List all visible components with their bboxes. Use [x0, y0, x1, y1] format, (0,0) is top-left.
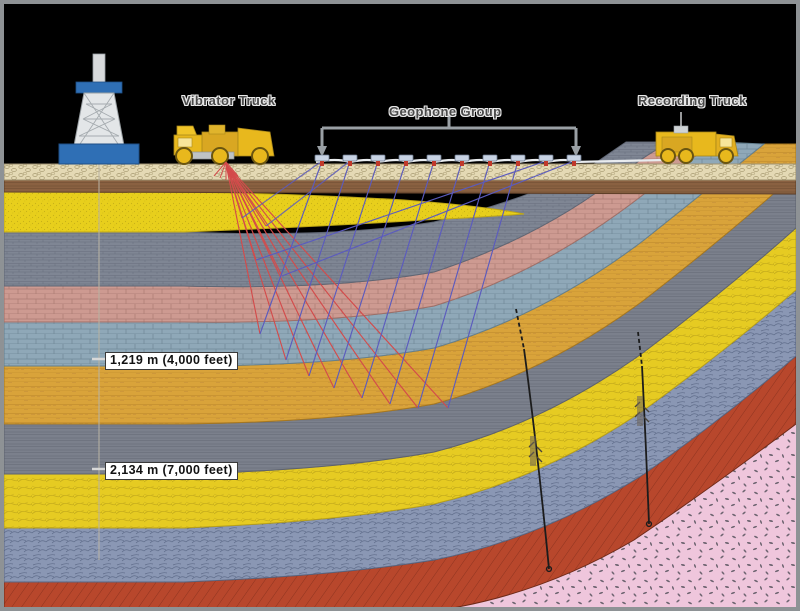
- well-2: [634, 331, 653, 528]
- upgoing-rays: [241, 160, 575, 409]
- well-1: [515, 308, 553, 573]
- drilling-derrick: [58, 53, 140, 165]
- antenna-base: [673, 125, 689, 134]
- perforation-marker: [634, 396, 650, 426]
- layer-gravel-surface: [4, 163, 796, 181]
- source-emission: [213, 161, 239, 180]
- perforation-marker: [528, 436, 543, 466]
- wellbores: [515, 308, 653, 573]
- downgoing-rays: [225, 163, 449, 409]
- geophone-bracket: [320, 116, 578, 146]
- recording-truck: [655, 112, 739, 164]
- layer-topsoil: [4, 179, 796, 195]
- geophone: [314, 154, 582, 166]
- seismic-cross-section: [4, 53, 796, 607]
- vibrator-truck: [173, 124, 275, 180]
- bracket-arrow-right: [571, 146, 581, 157]
- bracket-arrow-left: [317, 146, 327, 157]
- geophone-group: [314, 116, 665, 166]
- depth-ticks: [92, 357, 107, 471]
